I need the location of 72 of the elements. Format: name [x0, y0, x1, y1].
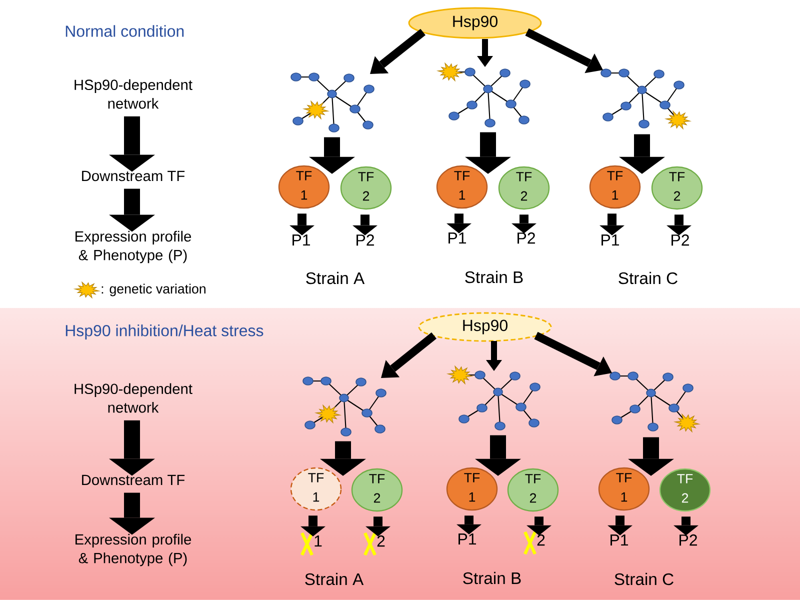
block-arrow	[109, 420, 155, 476]
step-label: HSp90-dependent network	[74, 79, 192, 109]
circle-node: TF 1	[436, 165, 488, 209]
block-arrow	[352, 214, 378, 236]
legend-text: : genetic variation	[102, 284, 206, 296]
arrow	[534, 332, 612, 376]
phenotype-label: P1	[448, 232, 466, 244]
block-arrow	[290, 214, 314, 236]
phenotype-label: P2	[356, 234, 374, 246]
block-arrow	[512, 214, 536, 234]
block-arrow	[674, 516, 698, 536]
section-heading: Normal condition	[66, 25, 184, 37]
circle-node: TF 1	[290, 467, 342, 511]
circle-node: TF 2	[498, 166, 550, 210]
network-diagram	[302, 376, 386, 436]
strain-label: Strain C	[614, 572, 674, 586]
strain-label: Strain A	[306, 272, 365, 284]
block-arrow	[465, 132, 511, 174]
circle-node: TF 2	[651, 166, 703, 210]
block-arrow	[109, 116, 155, 172]
phenotype-label: 1	[314, 536, 322, 546]
strain-label: Strain B	[465, 270, 523, 284]
block-arrow	[628, 437, 674, 476]
phenotype-label: 2	[537, 534, 545, 546]
strain-label: Strain B	[463, 572, 521, 584]
arrow	[381, 332, 436, 378]
network-diagram	[436, 62, 530, 128]
phenotype-label: 2	[377, 535, 385, 547]
block-arrow	[600, 214, 624, 236]
block-arrow	[300, 516, 326, 536]
circle-node: TF 2	[351, 468, 403, 512]
circle-node: TF 1	[278, 165, 330, 209]
phenotype-label: P1	[610, 534, 628, 546]
block-arrow	[619, 134, 665, 174]
block-arrow	[366, 516, 390, 536]
step-label: Expression profile & Phenotype (P)	[76, 534, 192, 566]
block-arrow	[109, 492, 155, 535]
phenotype-label: P2	[518, 232, 535, 244]
circle-node: TF 1	[598, 467, 650, 511]
phenotype-label: P2	[672, 234, 689, 246]
block-arrow	[666, 214, 692, 236]
block-arrow	[608, 516, 632, 536]
step-label: HSp90-dependent network	[74, 383, 192, 413]
step-label: Downstream TF	[82, 170, 185, 182]
network-diagram	[446, 365, 540, 430]
block-arrow	[456, 516, 482, 534]
arrow	[370, 28, 426, 74]
strain-label: Strain C	[618, 272, 678, 284]
block-arrow	[320, 441, 366, 476]
block-arrow	[475, 435, 521, 476]
circle-node: TF 2	[340, 166, 392, 210]
block-arrow	[109, 188, 155, 232]
circle-node: TF 1	[446, 467, 498, 511]
arrow	[477, 39, 493, 67]
oval-node: Hsp90	[408, 7, 542, 39]
arrow	[486, 341, 502, 371]
arrow	[525, 28, 603, 74]
block-arrow	[446, 214, 472, 234]
phenotype-label: P1	[602, 234, 619, 246]
network-diagram	[290, 72, 374, 132]
step-label: Downstream TF	[82, 474, 185, 486]
phenotype-label: P1	[458, 534, 476, 544]
phenotype-label: P2	[680, 534, 697, 546]
step-label: Expression profile & Phenotype (P)	[76, 230, 192, 264]
circle-node: TF 2	[659, 468, 711, 512]
circle-node: TF 2	[507, 468, 559, 512]
circle-node: TF 1	[589, 165, 641, 209]
section-heading: Hsp90 inhibition/Heat stress	[66, 324, 264, 340]
phenotype-label: P1	[292, 234, 310, 246]
strain-label: Strain A	[305, 572, 364, 586]
oval-node: Hsp90	[418, 312, 552, 342]
block-arrow	[526, 516, 552, 536]
